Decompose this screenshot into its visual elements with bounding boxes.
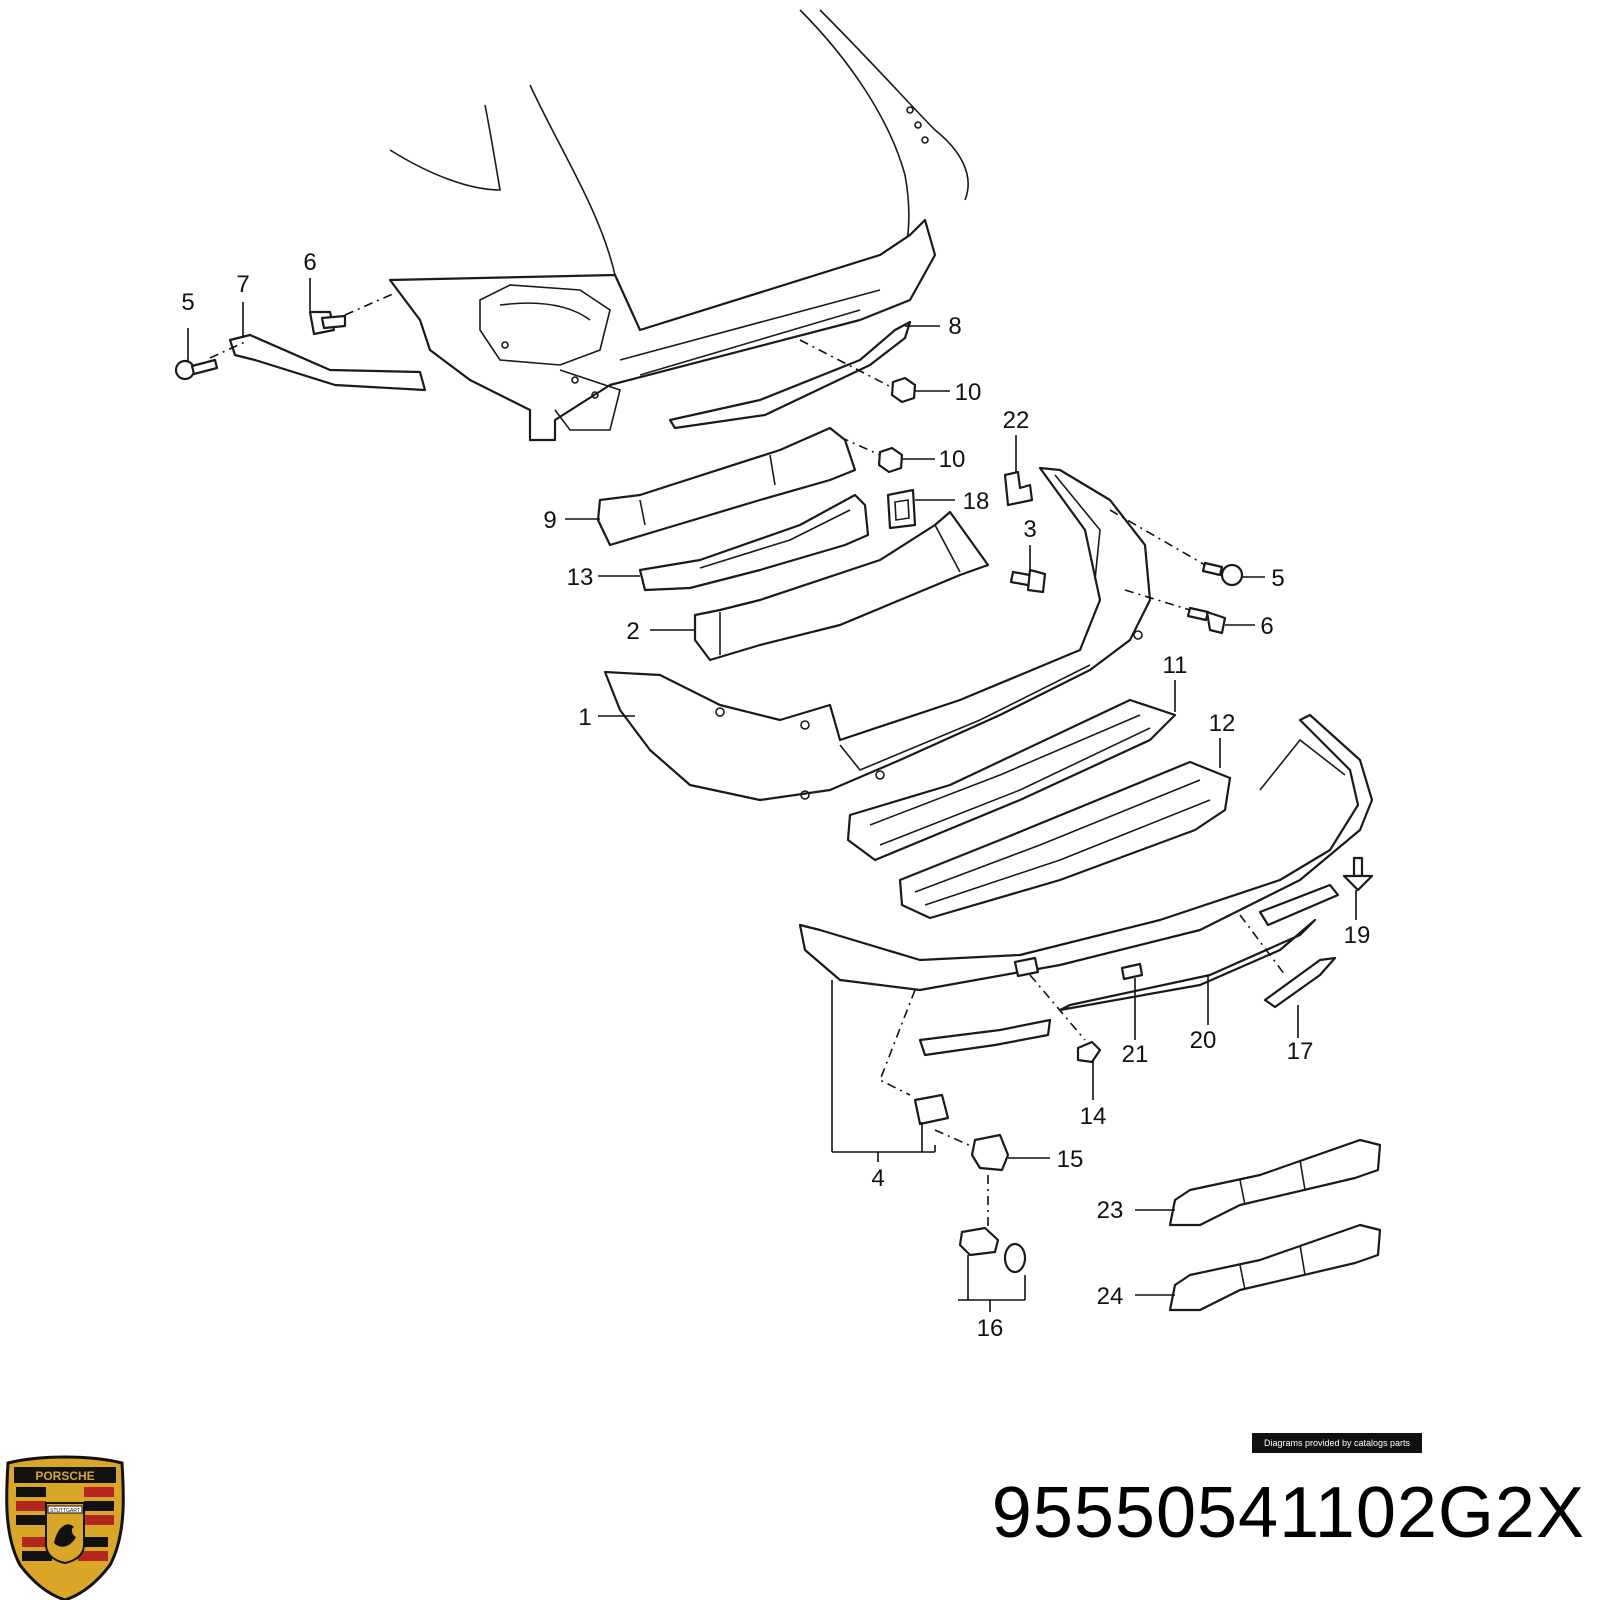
- lower-grille-right: [1258, 883, 1340, 927]
- part-4-lower-diffuser: [798, 713, 1374, 992]
- callout-5-left: 5: [181, 289, 194, 316]
- callout-7: 7: [236, 271, 249, 298]
- part-17-trim-cap: [1263, 956, 1337, 1009]
- callout-6-left: 6: [303, 249, 316, 276]
- part-10-nut-lower: [877, 446, 904, 474]
- callout-15: 15: [1057, 1146, 1084, 1173]
- part-3-bolt: [1009, 568, 1047, 594]
- svg-text:STUTTGART: STUTTGART: [50, 1508, 80, 1514]
- vehicle-rear-body: [388, 9, 969, 442]
- part-10-nut-upper: [890, 376, 917, 404]
- lower-grille-left: [918, 1018, 1052, 1057]
- porsche-crest-logo: PORSCHE STUTTGART: [5, 1455, 125, 1600]
- part-18-gasket: [886, 488, 917, 530]
- part-15-park-sensor: [970, 1133, 1010, 1172]
- part-5-screw-right: [1201, 561, 1244, 587]
- callout-labels: 5 7 6 8 10 10 22 9 18 3 13 5 2 6 11 1 12…: [181, 249, 1370, 1342]
- callout-20: 20: [1190, 1027, 1217, 1054]
- svg-text:PORSCHE: PORSCHE: [35, 1469, 94, 1483]
- callout-22: 22: [1003, 407, 1030, 434]
- callout-14: 14: [1080, 1103, 1107, 1130]
- callout-2: 2: [626, 618, 639, 645]
- part-5-screw-left: [174, 358, 219, 381]
- part-14-cap: [1076, 1040, 1102, 1064]
- part-7-side-bracket: [228, 333, 427, 392]
- part-19-clip: [1342, 856, 1374, 892]
- callout-8: 8: [948, 313, 961, 340]
- part-6-clip-right: [1186, 606, 1227, 635]
- part-4-sensor-bracket: [913, 1093, 950, 1126]
- part-22-bracket: [1003, 470, 1034, 507]
- callout-5-right: 5: [1271, 565, 1284, 592]
- leader-lines: [187, 278, 1357, 1312]
- callout-11: 11: [1163, 652, 1188, 679]
- part-24-bumper-guard: [1168, 1223, 1382, 1312]
- callout-1: 1: [578, 704, 591, 731]
- part-11-grille-panel: [846, 698, 1177, 862]
- part-6-clip-left: [308, 310, 347, 336]
- callout-9: 9: [543, 507, 556, 534]
- part-2-bumper-beam: [693, 510, 990, 662]
- callout-13: 13: [567, 564, 594, 591]
- part-20-trim-strip: [1058, 918, 1317, 1012]
- callout-24: 24: [1097, 1283, 1124, 1310]
- part-23-bumper-guard: [1168, 1138, 1382, 1227]
- callout-10-lower: 10: [939, 446, 966, 473]
- callout-18: 18: [963, 488, 990, 515]
- diagram-credit: Diagrams provided by catalogs parts: [1252, 1433, 1422, 1453]
- callout-10-upper: 10: [955, 379, 982, 406]
- part-13-crash-bracket: [638, 493, 870, 592]
- part-16-sensor-assembly: [958, 1226, 1027, 1274]
- part-21-clip: [1120, 962, 1144, 981]
- callout-3: 3: [1023, 516, 1036, 543]
- part-12-grille-panel: [898, 760, 1232, 920]
- part-9-bumper-bracket: [596, 426, 857, 547]
- part-1-bumper-cover: [603, 466, 1152, 802]
- part-number: 95550541102G2X: [991, 1473, 1585, 1553]
- callout-17: 17: [1287, 1038, 1314, 1065]
- callout-19: 19: [1344, 922, 1371, 949]
- callout-6-right: 6: [1260, 613, 1273, 640]
- callout-16: 16: [977, 1315, 1004, 1342]
- callout-12: 12: [1209, 710, 1236, 737]
- callout-23: 23: [1097, 1197, 1124, 1224]
- callout-4: 4: [871, 1165, 884, 1192]
- callout-21: 21: [1122, 1041, 1149, 1068]
- part-8-trim-strip: [668, 320, 912, 430]
